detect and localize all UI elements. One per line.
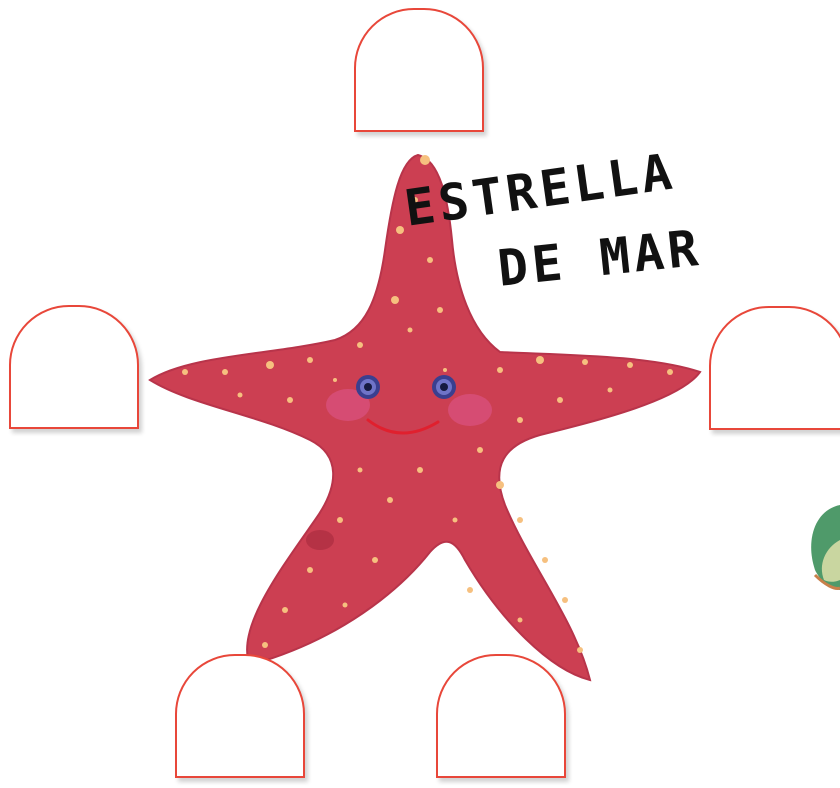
- answer-box-right[interactable]: [709, 306, 840, 430]
- answer-box-top[interactable]: [354, 8, 484, 132]
- starfish-left-eye: [356, 375, 380, 399]
- answer-box-bottom-right[interactable]: [436, 654, 566, 778]
- starfish-body: [148, 153, 702, 682]
- seaweed-fragment: [811, 505, 840, 590]
- starfish-smile: [366, 418, 440, 435]
- answer-box-left[interactable]: [9, 305, 139, 429]
- answer-box-bottom-left[interactable]: [175, 654, 305, 778]
- starfish-right-eye: [432, 375, 456, 399]
- starfish-dots: [182, 155, 673, 653]
